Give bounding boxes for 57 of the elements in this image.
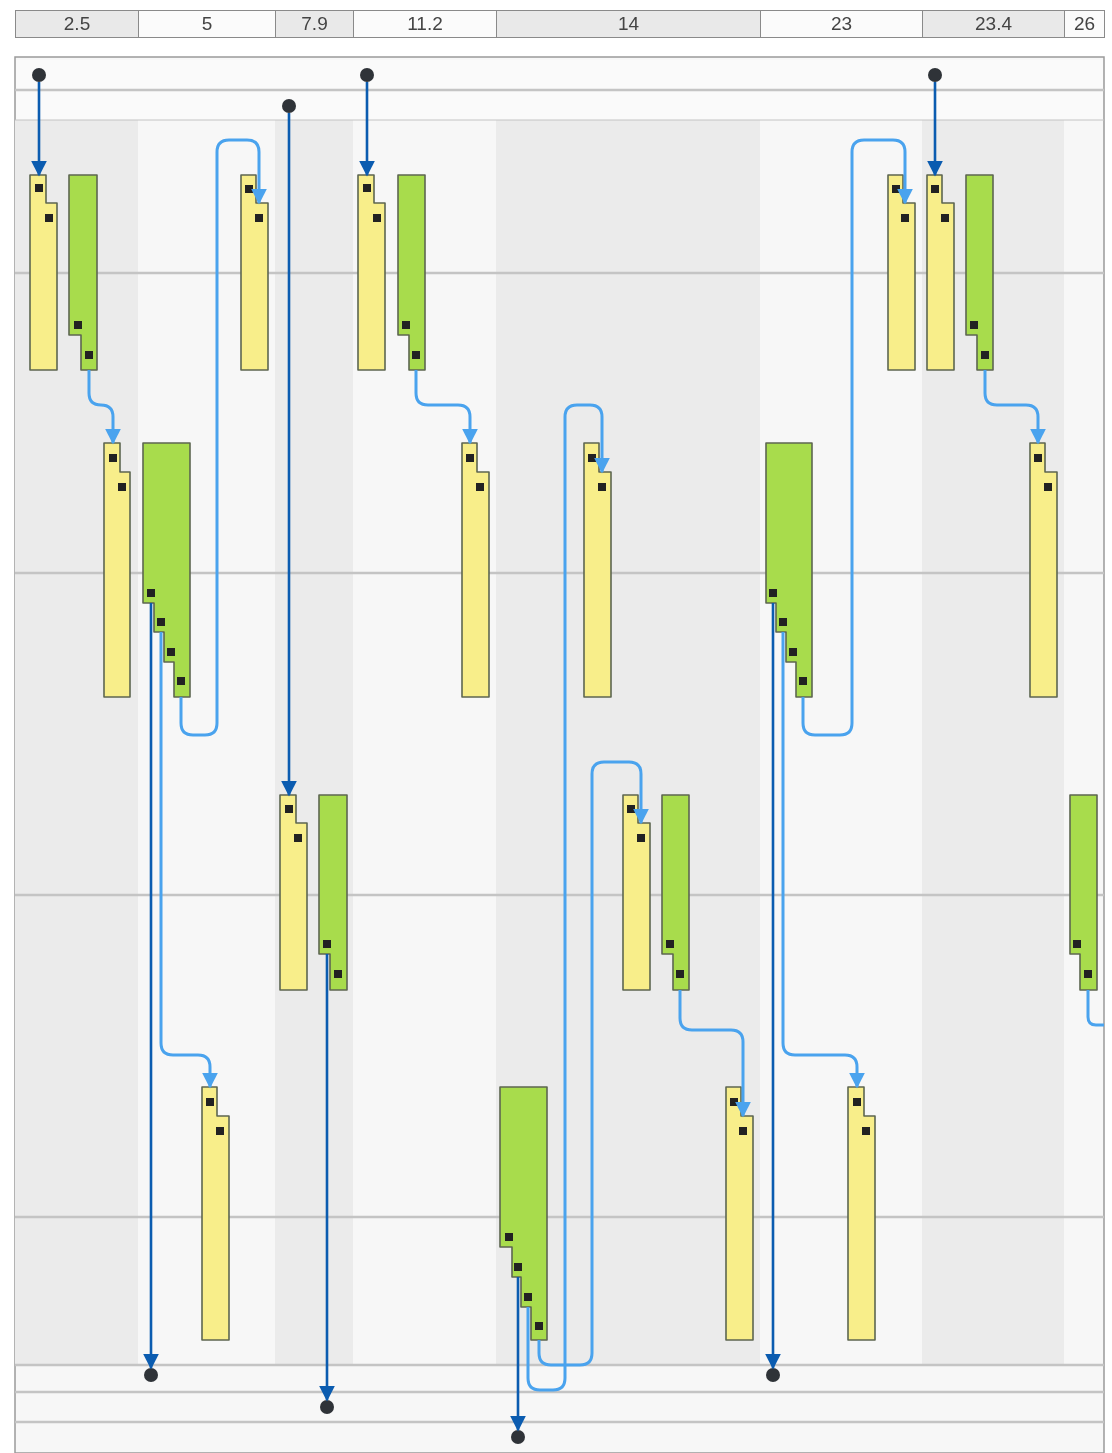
port-dot: [144, 1368, 158, 1382]
port-dot: [360, 68, 374, 82]
task-block: [927, 175, 954, 370]
column-header: 7.9: [275, 10, 354, 38]
column-header: 5: [138, 10, 276, 38]
task-block: [888, 175, 915, 370]
column-header: 26: [1064, 10, 1105, 38]
task-block: [1070, 795, 1097, 990]
column-header: 23: [760, 10, 923, 38]
arrow: [510, 1277, 526, 1432]
task-block: [966, 175, 993, 370]
port-dot: [32, 68, 46, 82]
column-header: 11.2: [353, 10, 497, 38]
arrow: [179, 138, 267, 737]
arrow: [781, 632, 865, 1089]
arrow: [319, 954, 335, 1402]
arrow: [359, 82, 375, 177]
arrow: [927, 82, 943, 177]
task-block: [1030, 443, 1057, 697]
arrow: [983, 370, 1046, 445]
port-dot: [511, 1430, 525, 1444]
task-block: [662, 795, 689, 990]
arrow: [281, 113, 297, 797]
arrow: [87, 370, 121, 445]
arrow: [678, 990, 751, 1118]
task-block: [241, 175, 268, 370]
arrow: [801, 138, 913, 737]
arrow: [765, 603, 781, 1370]
column-header: 14: [496, 10, 761, 38]
task-block: [319, 795, 347, 990]
port-dot: [282, 99, 296, 113]
task-block: [726, 1087, 753, 1340]
port-dot: [928, 68, 942, 82]
task-block: [30, 175, 57, 370]
task-block: [766, 443, 812, 697]
arrow: [143, 603, 159, 1370]
port-dot: [320, 1400, 334, 1414]
task-block: [623, 795, 650, 990]
task-block: [104, 443, 130, 697]
task-block: [500, 1087, 547, 1340]
task-block: [280, 795, 307, 990]
arrow: [159, 632, 218, 1089]
arrow: [31, 82, 47, 177]
task-block: [584, 443, 611, 697]
task-block: [358, 175, 385, 370]
arrow: [537, 760, 649, 1367]
port-dot: [766, 1368, 780, 1382]
task-block: [69, 175, 97, 370]
task-block: [848, 1087, 875, 1340]
arrow: [414, 370, 478, 445]
column-header: 2.5: [15, 10, 139, 38]
task-block: [398, 175, 425, 370]
arrow: [526, 403, 610, 1392]
task-block: [143, 443, 190, 697]
column-header: 23.4: [922, 10, 1065, 38]
task-block: [202, 1087, 229, 1340]
task-block: [462, 443, 489, 697]
